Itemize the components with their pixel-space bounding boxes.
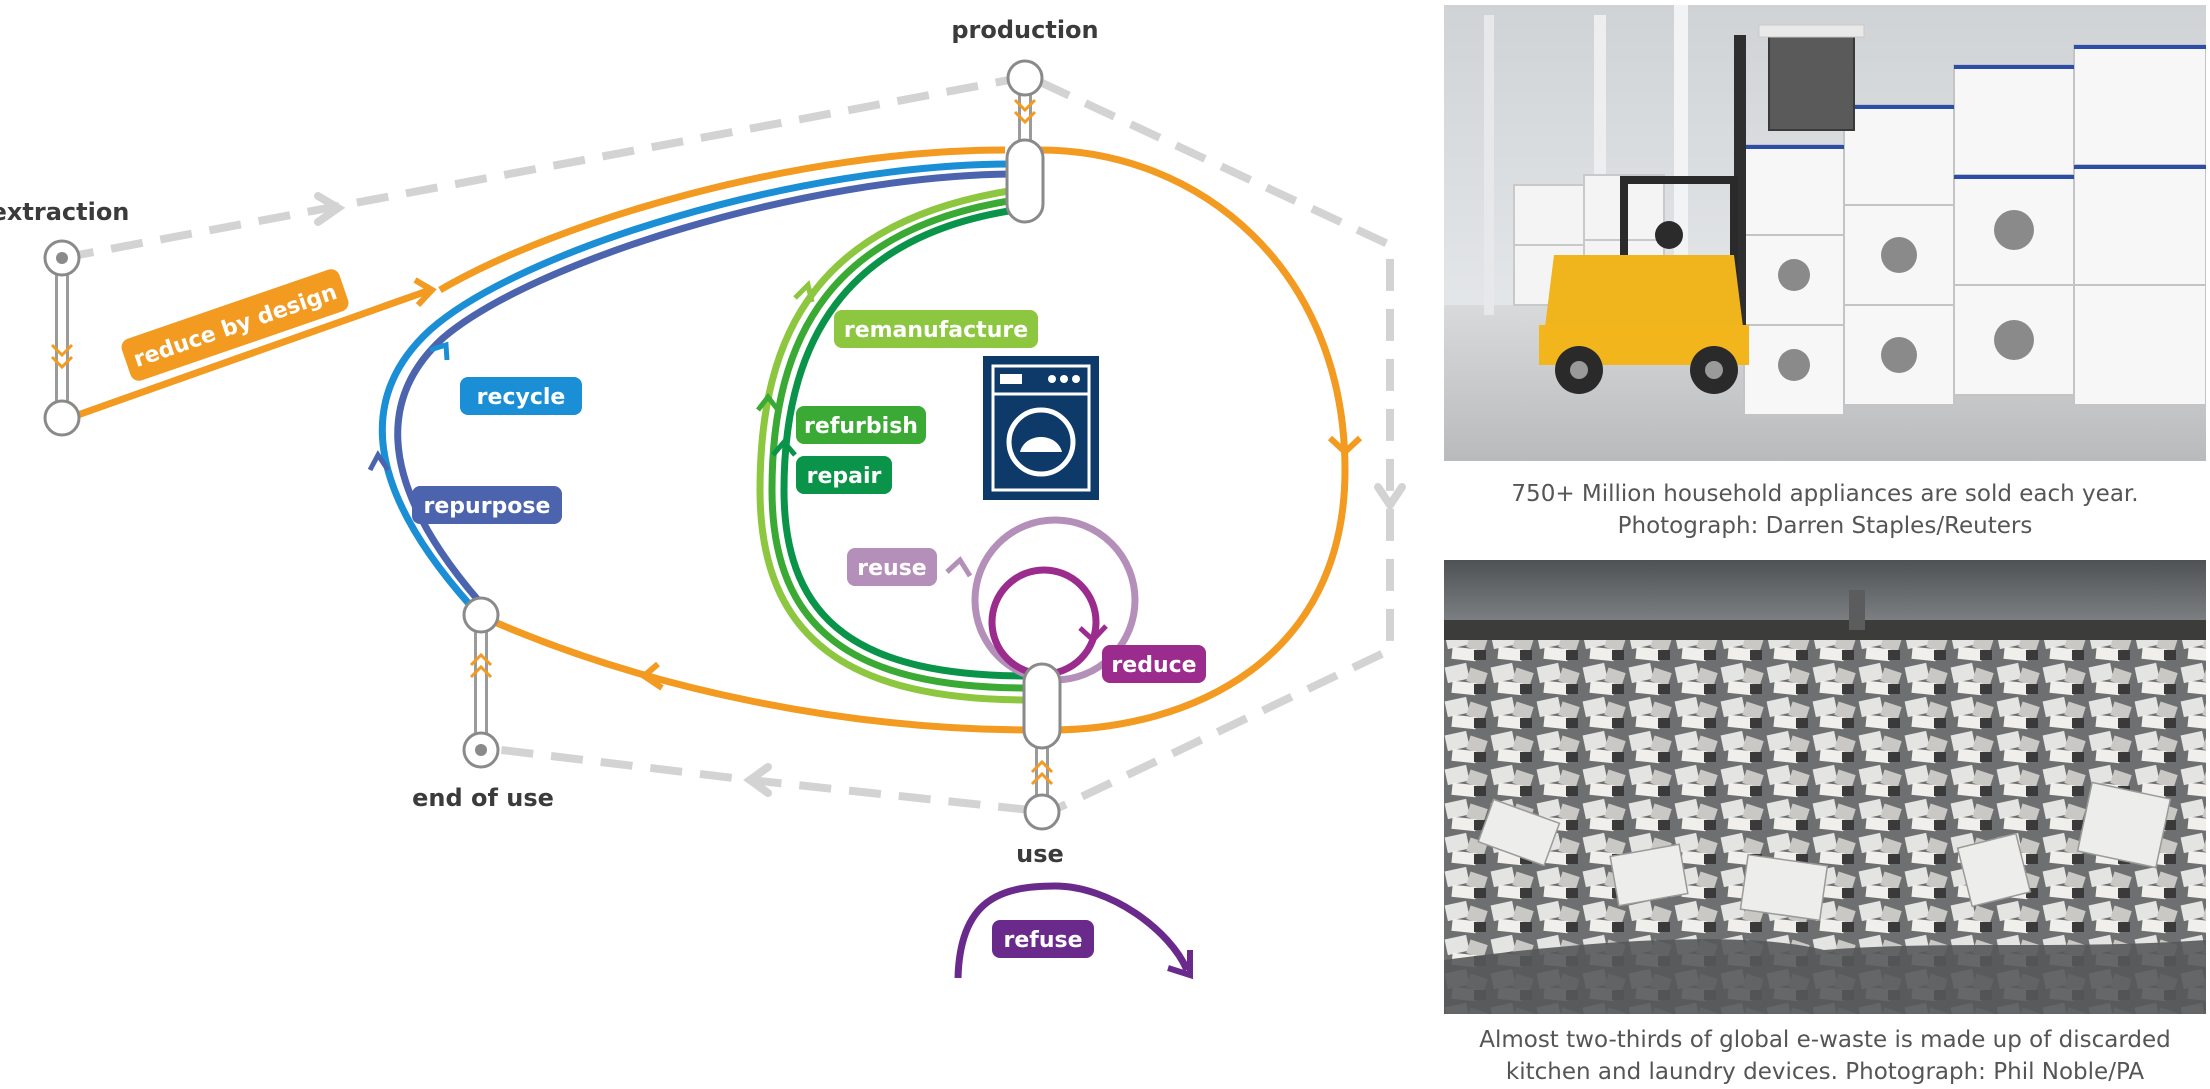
ewaste-caption: Almost two-thirds of global e-waste is m…	[1440, 1024, 2210, 1088]
reuse-arrow	[945, 556, 973, 578]
recycle-text: recycle	[477, 385, 566, 410]
repurpose-line	[394, 170, 1013, 603]
reduce-by-design-line	[73, 286, 432, 420]
repurpose-pill: repurpose	[412, 486, 562, 524]
use-node	[1022, 662, 1062, 831]
refuse-arrow	[1167, 950, 1193, 980]
refuse-arc	[954, 882, 1191, 979]
remanufacture-arrow	[793, 280, 815, 303]
repurpose-arrow	[367, 450, 391, 472]
remanufacture-line	[756, 186, 1029, 704]
warehouse-caption: 750+ Million household appliances are so…	[1440, 478, 2210, 542]
repair-text: repair	[807, 464, 882, 489]
refurbish-arrow	[756, 392, 780, 412]
circular-economy-diagram: production extraction end of use use red…	[0, 16, 1406, 980]
reduce-arrow	[1078, 624, 1108, 644]
end-of-use-orange-arrow	[639, 661, 664, 691]
ewaste-photo	[1444, 560, 2206, 1014]
warehouse-caption-line-1: 750+ Million household appliances are so…	[1511, 481, 2139, 507]
reduce-by-design-pill: reduce by design	[121, 269, 349, 381]
reduce-pill: reduce	[1102, 645, 1206, 683]
outer-orange-arrow	[1327, 435, 1363, 457]
refuse-pill: refuse	[992, 920, 1094, 958]
remanufacture-pill: remanufacture	[834, 310, 1038, 348]
ewaste-caption-line-1: Almost two-thirds of global e-waste is m…	[1479, 1027, 2171, 1053]
reduce-by-design-arrow	[413, 277, 437, 308]
recycle-line	[378, 160, 1013, 608]
reduce-circle	[988, 566, 1100, 678]
recycle-pill: recycle	[460, 377, 582, 415]
end-of-use-label: end of use	[412, 784, 554, 812]
end-of-use-node	[462, 596, 500, 769]
production-node	[1005, 59, 1045, 224]
refurbish-line	[768, 196, 1029, 692]
washing-machine-icon	[983, 356, 1099, 500]
top-orange-line	[438, 146, 1006, 294]
ewaste-photo-illustration	[1444, 560, 2206, 1014]
remanufacture-text: remanufacture	[844, 318, 1028, 343]
refuse-text: refuse	[1003, 928, 1082, 953]
recycle-arrow	[429, 341, 450, 361]
repair-line	[780, 206, 1029, 680]
repurpose-text: repurpose	[424, 494, 551, 519]
extraction-label: extraction	[0, 198, 129, 226]
warehouse-caption-line-2: Photograph: Darren Staples/Reuters	[1617, 513, 2033, 539]
warehouse-photo	[1444, 5, 2206, 461]
ewaste-caption-line-2: kitchen and laundry devices. Photograph:…	[1505, 1059, 2145, 1085]
repair-arrow	[771, 438, 797, 457]
refurbish-text: refurbish	[804, 414, 918, 439]
repair-pill: repair	[796, 456, 892, 494]
linear-flow-arrows	[314, 192, 1406, 797]
warehouse-photo-illustration	[1444, 5, 2206, 461]
refurbish-pill: refurbish	[796, 406, 926, 444]
end-of-use-orange-line	[488, 616, 1031, 734]
outer-orange-loop	[1039, 146, 1349, 734]
use-label: use	[1016, 840, 1064, 868]
reduce-text: reduce	[1111, 653, 1196, 678]
extraction-node	[43, 239, 81, 437]
reuse-text: reuse	[857, 556, 926, 581]
reuse-pill: reuse	[847, 548, 937, 586]
production-label: production	[951, 16, 1098, 44]
